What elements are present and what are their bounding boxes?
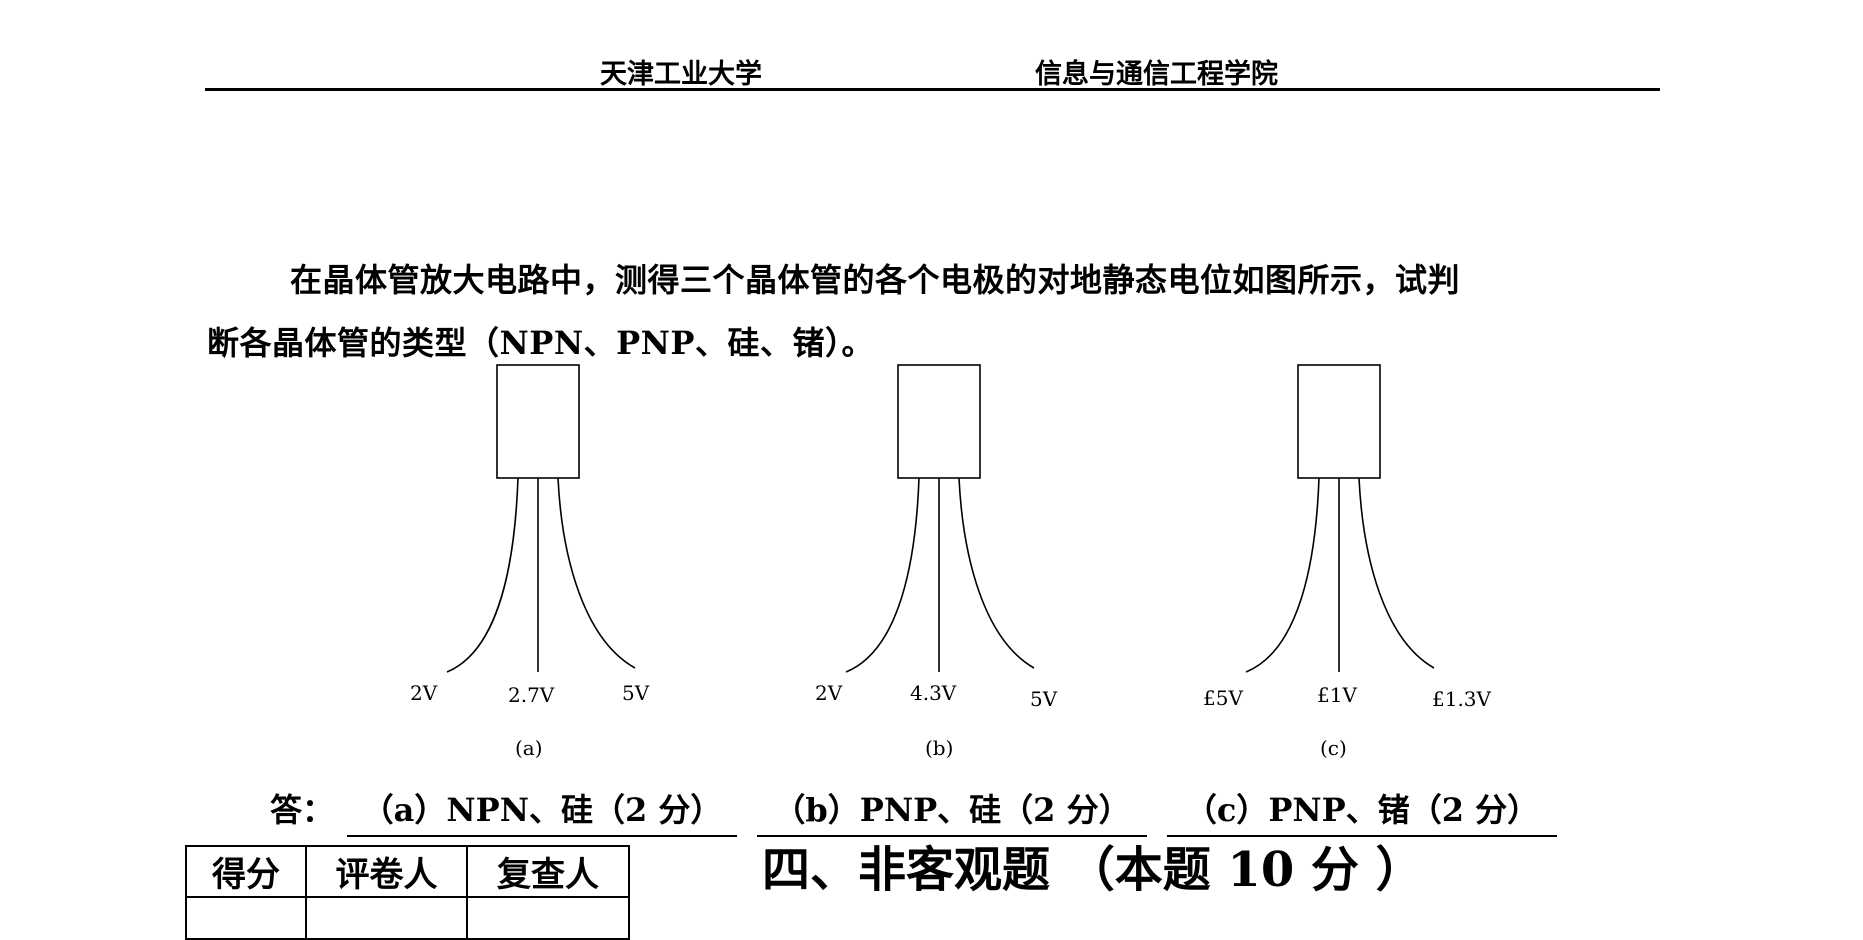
transistor-c-body bbox=[1297, 364, 1381, 479]
score-header-grader: 评卷人 bbox=[305, 845, 468, 898]
transistor-c-lead-right bbox=[1358, 477, 1435, 669]
figure-caption-a: (a) bbox=[515, 736, 543, 760]
answer-c: （c）PNP、锗（2 分） bbox=[1167, 785, 1557, 837]
pin-label-a-left: 2V bbox=[410, 681, 438, 705]
transistor-a-lead-left bbox=[446, 477, 519, 673]
score-table-header-row: 得分 评卷人 复查人 bbox=[185, 845, 630, 898]
transistor-b-lead-left bbox=[845, 477, 920, 673]
pin-label-a-mid: 2.7V bbox=[508, 683, 555, 707]
section-title: 四、非客观题 （本题 10 分 ） bbox=[762, 842, 1424, 898]
figure-caption-b: (b) bbox=[925, 736, 953, 760]
transistor-a-body bbox=[496, 364, 580, 479]
score-header-score: 得分 bbox=[185, 845, 307, 898]
pin-label-b-mid: 4.3V bbox=[910, 681, 957, 705]
transistor-b-lead-right bbox=[958, 477, 1035, 669]
pin-label-c-mid: £1V bbox=[1317, 683, 1357, 707]
answer-label: 答： bbox=[270, 791, 335, 829]
score-cell-grader[interactable] bbox=[305, 896, 468, 940]
question-line-1: 在晶体管放大电路中，测得三个晶体管的各个电极的对地静态电位如图所示，试判 bbox=[290, 261, 1461, 299]
header-rule bbox=[205, 88, 1660, 91]
pin-label-b-left: 2V bbox=[815, 681, 843, 705]
transistor-c-lead-left bbox=[1245, 477, 1320, 673]
pin-label-a-right: 5V bbox=[622, 681, 650, 705]
header-school: 天津工业大学 bbox=[600, 59, 762, 90]
pin-label-c-left: £5V bbox=[1203, 686, 1243, 710]
transistor-a-lead-right bbox=[557, 477, 636, 669]
transistor-a bbox=[446, 364, 636, 673]
answer-a: （a）NPN、硅（2 分） bbox=[347, 785, 737, 837]
answer-b: （b）PNP、硅（2 分） bbox=[757, 785, 1147, 837]
transistor-c bbox=[1245, 364, 1435, 673]
question-line-2: 断各晶体管的类型（NPN、PNP、硅、锗）。 bbox=[207, 324, 874, 362]
figure-caption-c: (c) bbox=[1320, 736, 1347, 760]
score-header-reviewer: 复查人 bbox=[466, 845, 630, 898]
score-cell-reviewer[interactable] bbox=[466, 896, 630, 940]
transistor-b-body bbox=[897, 364, 981, 479]
score-cell-score[interactable] bbox=[185, 896, 307, 940]
pin-label-c-right: £1.3V bbox=[1432, 687, 1492, 711]
transistor-b bbox=[845, 364, 1035, 673]
header-college: 信息与通信工程学院 bbox=[1035, 59, 1278, 90]
score-table-blank-row bbox=[185, 896, 630, 940]
transistor-figures: 2V 2.7V 5V 2V 4.3V 5V £5V £1V £1.3V (a) … bbox=[410, 364, 1492, 760]
pin-label-b-right: 5V bbox=[1030, 687, 1058, 711]
score-table: 得分 评卷人 复查人 bbox=[185, 845, 630, 940]
